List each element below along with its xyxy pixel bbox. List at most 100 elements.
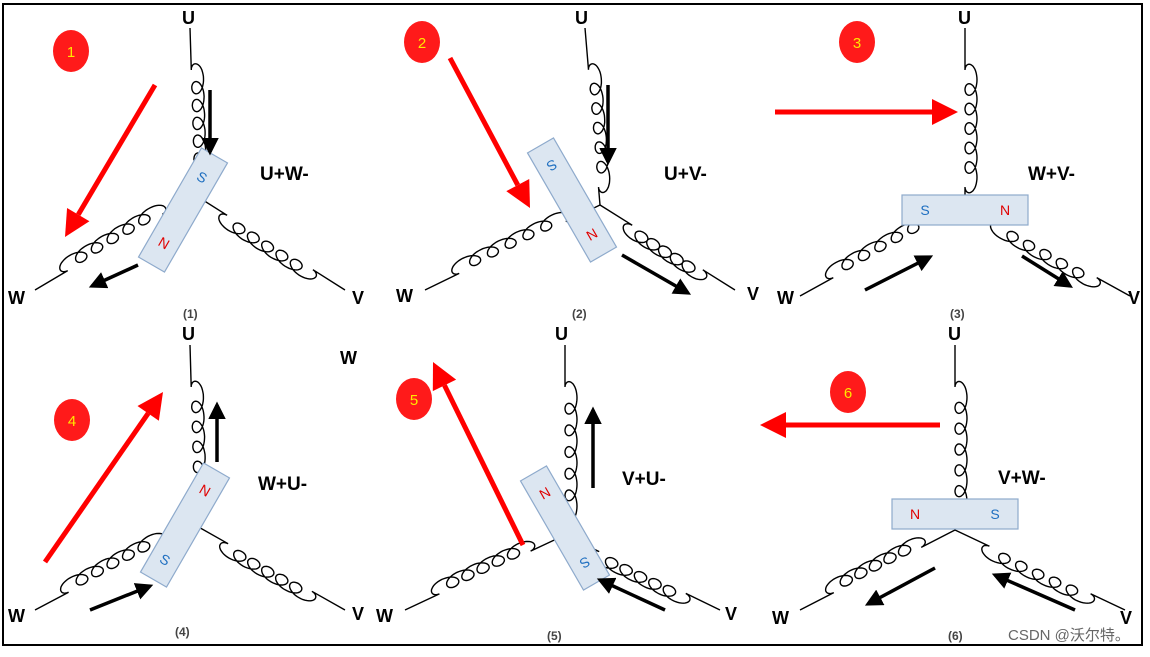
terminal-u-label: U [555,324,568,344]
terminal-v-label: V [1120,608,1132,628]
step-badge [53,30,89,72]
terminal-v-label: V [352,604,364,624]
magnet-body [891,498,1019,530]
panel-caption: (3) [950,307,965,321]
rotor-magnet: NS [139,462,231,588]
field-arrow-head [760,412,786,438]
terminal-w-label: W [8,288,25,308]
panel-5: NS U W V V+U- (5) 5 [376,324,737,643]
magnet-body [139,462,231,588]
step-number: 2 [418,35,426,52]
north-pole-label: N [910,506,920,522]
step-number: 6 [844,385,852,402]
current-arrow-1 [864,255,934,292]
stray-w-label: W [340,348,357,368]
coil-w [424,204,601,291]
step-badge [830,371,866,413]
phase-combo-label: V+W- [998,468,1046,489]
rotor-magnet: NS [526,137,618,263]
coil-v [194,194,346,291]
step-badge [404,21,440,63]
current-arrow-2 [1021,254,1073,288]
terminal-w-label: W [396,286,413,306]
field-direction-arrow [76,83,158,216]
terminal-u-label: U [958,8,971,28]
field-arrow-head [65,208,90,237]
current-arrow-2 [991,572,1076,612]
step-number: 3 [853,35,861,52]
coil-v [964,204,1131,297]
step-badge [396,378,432,420]
rotor-magnet: NS [519,465,611,591]
coil-u [964,28,978,205]
panel-caption: (2) [572,307,587,321]
terminal-w-label: W [376,606,393,626]
coil-w [799,529,956,611]
step-number: 5 [410,392,418,409]
coil-w [34,194,196,291]
step-badge [839,21,875,63]
figure-frame [2,3,1143,646]
coil-u [189,27,207,196]
field-arrow-head [137,392,163,421]
terminal-u-label: U [575,8,588,28]
field-direction-arrow [442,384,526,547]
coil-u [564,345,578,535]
terminal-u-label: U [948,324,961,344]
field-arrow-head [506,178,530,208]
field-arrow-head [932,99,958,125]
phase-combo-label: V+U- [622,469,666,490]
coil-u [584,27,611,206]
magnet-body [901,194,1029,226]
terminal-v-label: V [725,604,737,624]
magnet-body [526,137,618,263]
magnet-body [519,465,611,591]
phase-combo-label: U+W- [260,164,309,185]
current-arrow-2 [621,253,692,295]
coil-v [194,524,346,611]
phase-combo-label: U+V- [664,164,707,185]
terminal-w-label: W [777,288,794,308]
field-arrow-head [432,362,457,392]
south-pole-label: S [920,202,929,218]
field-direction-arrow [447,56,520,187]
panel-caption: (5) [547,629,562,643]
step-number: 1 [67,44,75,61]
panel-caption: (1) [183,307,198,321]
terminal-w-label: W [772,608,789,628]
field-direction-arrow [42,411,151,564]
coil-u [954,345,968,530]
current-arrow-2 [88,263,139,289]
current-arrow-2 [596,577,666,612]
current-arrow-1 [864,566,936,606]
panel-2: NS U W V U+V- (2) 2 [396,8,759,321]
step-badge [54,399,90,441]
south-pole-label: S [990,506,999,522]
coil-w [799,204,966,297]
panel-caption: (4) [175,625,190,639]
coil-v [954,529,1126,611]
north-pole-label: N [1000,202,1010,218]
watermark: CSDN @沃尔特。 [1008,627,1130,644]
terminal-v-label: V [747,284,759,304]
coil-w [404,534,566,611]
terminal-u-label: U [182,324,195,344]
coil-w [34,524,196,611]
terminal-u-label: U [182,8,195,28]
phase-combo-label: W+V- [1028,164,1075,185]
step-number: 4 [68,413,76,430]
current-arrow-2 [89,583,154,612]
terminal-v-label: V [352,288,364,308]
coil-v [599,204,736,291]
panel-caption: (6) [948,629,963,643]
rotor-magnet: NS [901,194,1029,226]
terminal-w-label: W [8,606,25,626]
coil-v [564,534,721,611]
